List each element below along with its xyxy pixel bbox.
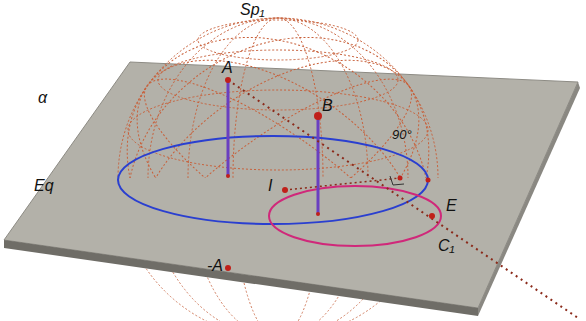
- plane-label: α: [38, 90, 47, 106]
- sphere-label: Sp₁: [240, 2, 265, 18]
- plane-edge: [4, 240, 478, 316]
- plane-edge: [478, 82, 580, 316]
- circle-label: C₁: [438, 238, 455, 254]
- point-label: E: [446, 198, 457, 214]
- point-label: I: [268, 178, 272, 194]
- height-segment: [317, 116, 320, 214]
- projection-line: [228, 80, 578, 318]
- equator-circle: [118, 136, 428, 224]
- height-segment: [227, 80, 230, 176]
- plane: [4, 62, 578, 308]
- upper-hemisphere: [72, 0, 483, 178]
- right-angle-mark: [390, 176, 404, 185]
- point-label: -A: [207, 258, 223, 274]
- points: [225, 77, 435, 271]
- circle-c1: [269, 186, 441, 246]
- point-label: A: [222, 60, 233, 76]
- tangent-line: [285, 178, 400, 190]
- circle-label: Eq: [34, 178, 54, 194]
- point-label: B: [322, 98, 333, 114]
- angle-label: 90°: [392, 128, 412, 141]
